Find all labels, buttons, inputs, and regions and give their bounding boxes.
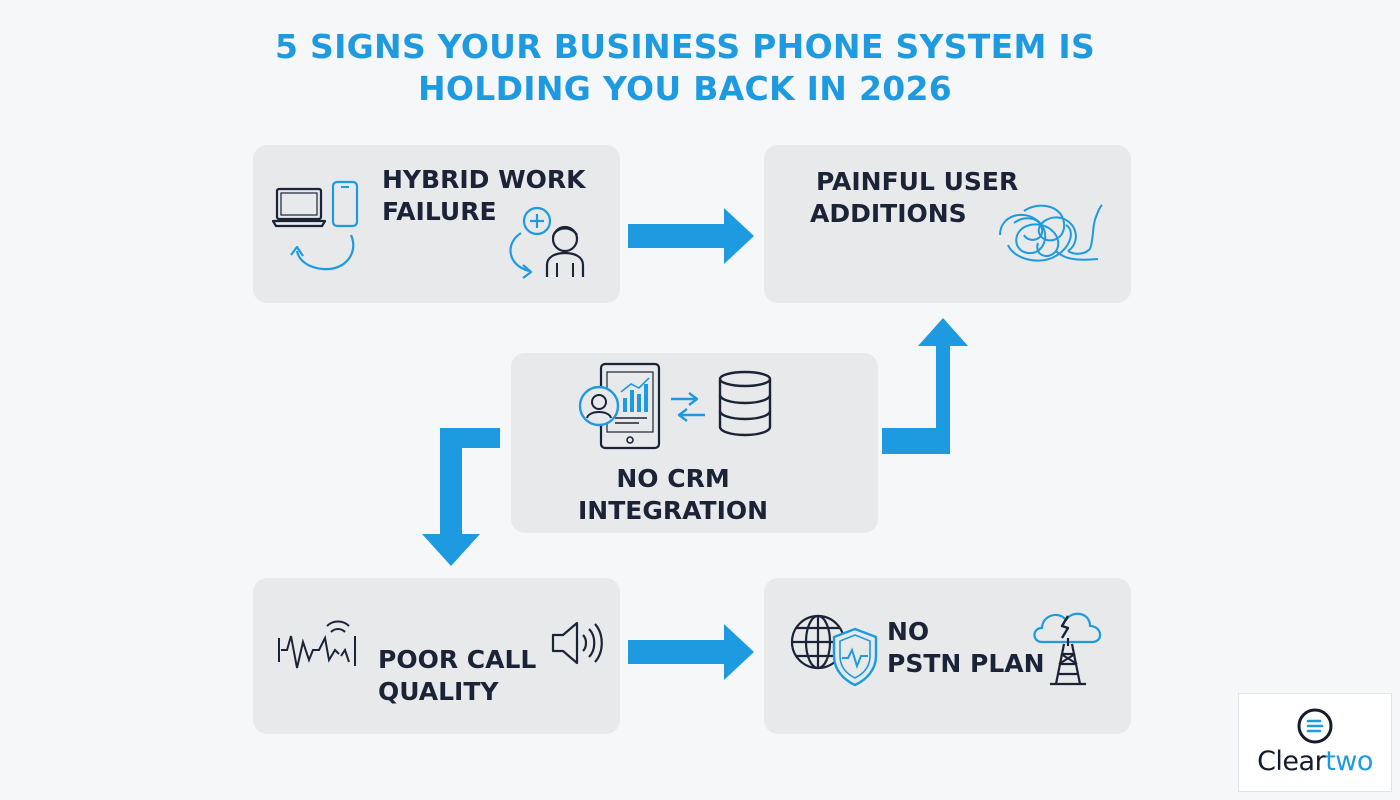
tangled-knot-icon xyxy=(999,204,1103,262)
smartphone-icon xyxy=(331,180,359,228)
tablet-dashboard-icon xyxy=(578,362,661,450)
cleartwo-logo: Cleartwo xyxy=(1238,693,1392,792)
speaker-icon xyxy=(551,621,603,665)
card-pstn-plan: NO PSTN PLAN xyxy=(764,578,1131,734)
laptop-icon xyxy=(271,187,327,228)
card-call-quality-line-2: QUALITY xyxy=(378,677,499,706)
card-user-additions-label: PAINFUL USER ADDITIONS xyxy=(810,166,1018,230)
arrow-hybrid-to-users xyxy=(628,208,754,264)
card-hybrid-work-line-1: HYBRID WORK xyxy=(382,165,586,194)
arrow-crm-to-quality xyxy=(422,428,500,566)
card-user-additions-line-1: PAINFUL USER xyxy=(816,167,1019,196)
card-hybrid-work: HYBRID WORK FAILURE xyxy=(253,145,620,303)
title-line-1: 5 SIGNS YOUR BUSINESS PHONE SYSTEM IS xyxy=(274,27,1096,66)
card-call-quality: POOR CALL QUALITY xyxy=(253,578,620,734)
card-call-quality-line-1: POOR CALL xyxy=(378,645,537,674)
arrow-quality-to-pstn xyxy=(628,624,754,680)
card-crm-integration-label: NO CRM INTEGRATION xyxy=(578,463,768,527)
sync-arrow-icon xyxy=(290,234,355,271)
arrow-crm-to-users xyxy=(882,318,968,454)
add-user-icon xyxy=(509,206,585,279)
card-user-additions: PAINFUL USER ADDITIONS xyxy=(764,145,1131,303)
cleartwo-logo-mark-icon xyxy=(1297,708,1333,744)
card-pstn-plan-line-2: PSTN PLAN xyxy=(887,649,1045,678)
card-pstn-plan-label: NO PSTN PLAN xyxy=(887,616,1045,680)
card-pstn-plan-line-1: NO xyxy=(887,617,930,646)
infographic-title: 5 SIGNS YOUR BUSINESS PHONE SYSTEM IS HO… xyxy=(0,26,1370,110)
card-hybrid-work-line-2: FAILURE xyxy=(382,197,497,226)
shield-pulse-icon xyxy=(832,627,878,687)
card-call-quality-label: POOR CALL QUALITY xyxy=(378,644,536,708)
title-line-2: HOLDING YOU BACK IN 2026 xyxy=(417,69,953,108)
broken-waveform-icon xyxy=(278,620,356,669)
database-icon xyxy=(718,370,772,437)
card-crm-integration-line-2: INTEGRATION xyxy=(578,496,769,525)
logo-brand-part-1: Clear xyxy=(1257,746,1326,777)
cleartwo-logo-text: Cleartwo xyxy=(1239,746,1391,777)
card-crm-integration: NO CRM INTEGRATION xyxy=(511,353,878,533)
card-user-additions-line-2: ADDITIONS xyxy=(810,199,967,228)
card-hybrid-work-label: HYBRID WORK FAILURE xyxy=(382,164,586,228)
swap-arrows-icon xyxy=(671,392,705,422)
card-crm-integration-line-1: NO CRM xyxy=(616,464,730,493)
logo-brand-part-2: two xyxy=(1325,746,1373,777)
broken-cloud-tower-icon xyxy=(1033,612,1102,686)
